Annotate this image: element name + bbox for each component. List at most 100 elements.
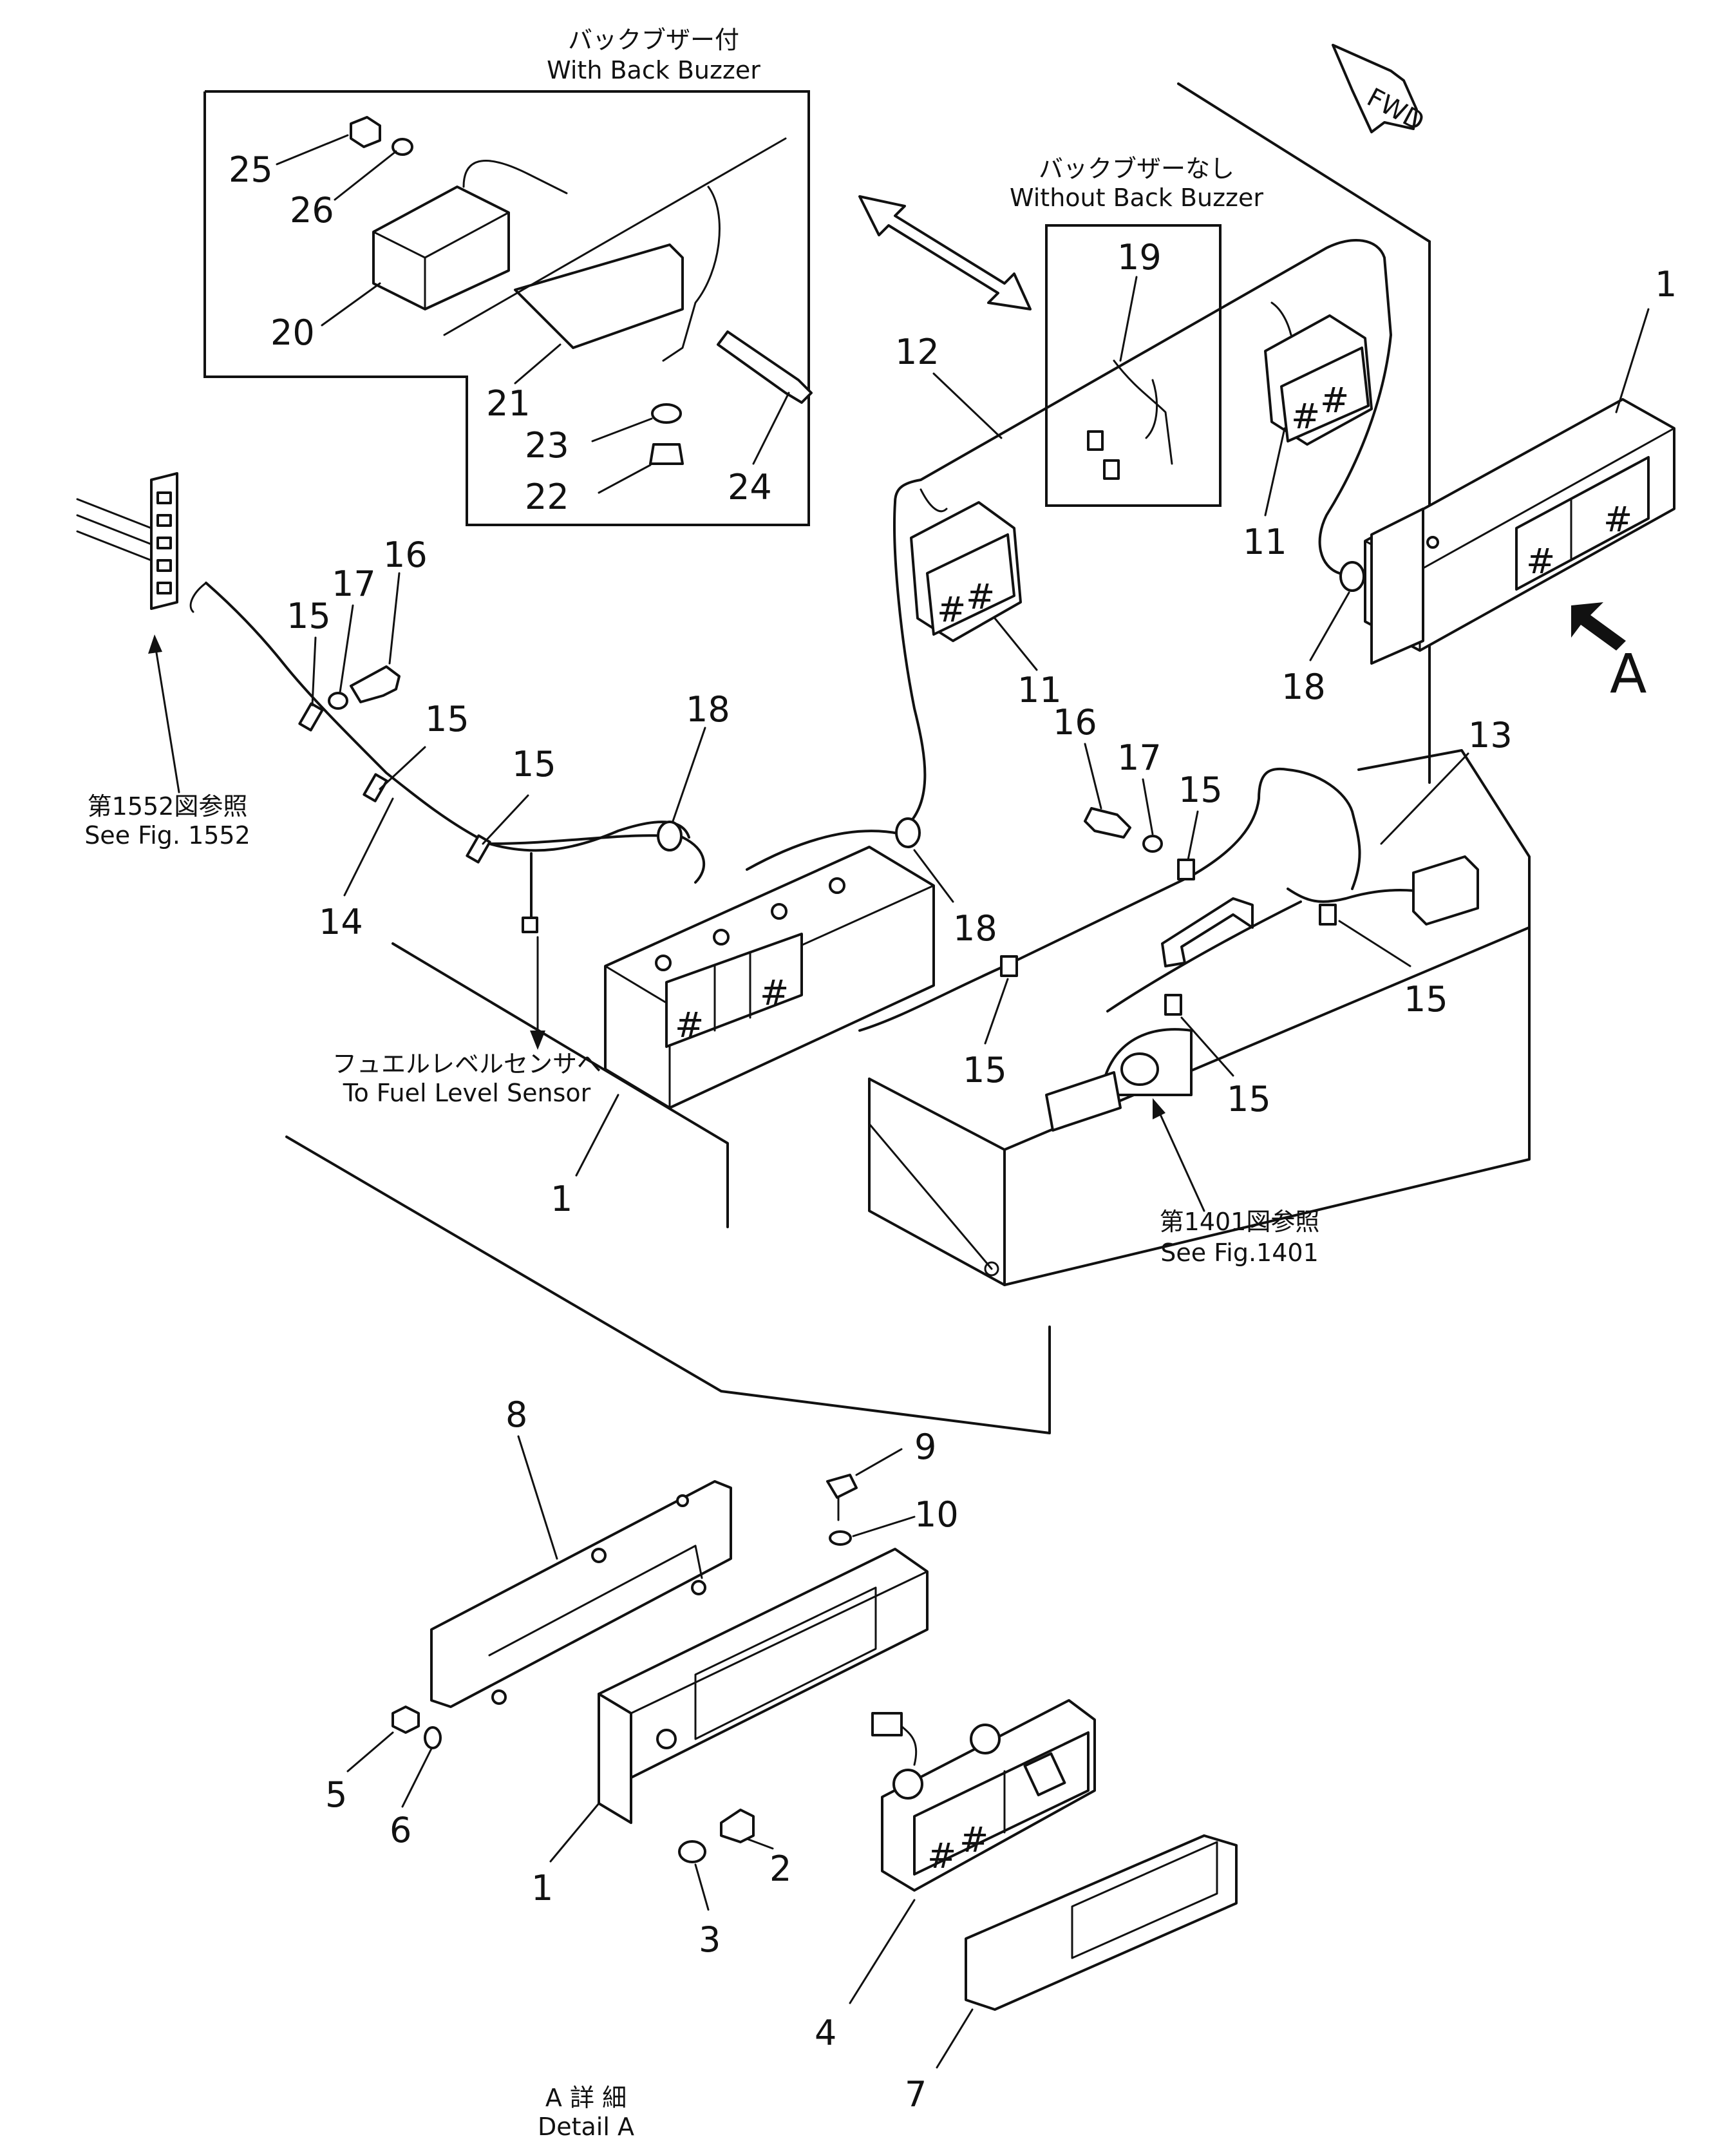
label-20: 20 (270, 312, 315, 353)
label-15-b: 15 (425, 699, 469, 739)
nut-25 (350, 116, 381, 148)
label-6: 6 (390, 1810, 411, 1850)
detail-a-en: Detail A (538, 2113, 634, 2141)
label-1-detail: 1 (531, 1868, 553, 1908)
washer-10 (829, 1530, 852, 1546)
label-16-right: 16 (1053, 702, 1097, 743)
label-7: 7 (905, 2074, 927, 2115)
svg-text:#: # (1320, 380, 1349, 421)
label-18-a: 18 (686, 689, 730, 730)
label-11-left: 11 (1017, 670, 1062, 710)
with-back-buzzer-inset: バックブザー付 With Back Buzzer 25 26 20 21 23 (203, 26, 813, 526)
svg-text:#: # (1603, 499, 1632, 540)
bracket-end-plate (598, 1693, 632, 1824)
label-21: 21 (486, 383, 531, 424)
bolt-16-right (1084, 807, 1163, 853)
label-22: 22 (525, 477, 569, 517)
nut-22 (649, 443, 684, 465)
label-9: 9 (914, 1427, 936, 1467)
fig1552-en: See Fig. 1552 (84, 821, 250, 850)
fig1552-ja: 第1552図参照 (88, 792, 248, 821)
fuel-sensor-cover (1045, 1071, 1122, 1132)
view-arrow-icon (1571, 602, 1626, 651)
svg-text:#: # (1526, 541, 1555, 582)
svg-text:#: # (675, 1005, 704, 1045)
clip-15f (1164, 994, 1182, 1016)
label-18-b: 18 (953, 908, 997, 949)
washer-17-left (328, 692, 348, 710)
label-2: 2 (769, 1849, 791, 1889)
grommet-18b (895, 817, 921, 848)
fig1552-note: 第1552図参照 See Fig. 1552 (84, 634, 250, 850)
label-25: 25 (229, 149, 273, 190)
washer-3 (678, 1840, 706, 1863)
label-15-d: 15 (1178, 770, 1223, 810)
label-14: 14 (319, 902, 363, 942)
without-back-buzzer-inset: バックブザーなし Without Back Buzzer 19 (1010, 155, 1263, 507)
bolt-24 (717, 330, 813, 404)
svg-text:#: # (927, 1836, 956, 1876)
bracket-cover-8 (430, 1480, 732, 1708)
back-buzzer-label-ja: バックブザー付 (568, 26, 739, 54)
label-23: 23 (525, 425, 569, 466)
label-3: 3 (699, 1919, 721, 1960)
clip-15a (298, 702, 324, 732)
label-11-right: 11 (1243, 522, 1287, 562)
clip-15b (363, 773, 388, 803)
buzzer-unit-right (1412, 855, 1479, 926)
view-arrow-label: A (1610, 642, 1646, 705)
grommet-18c (1339, 561, 1365, 592)
washer-23 (651, 403, 682, 424)
buzzer-bracket (514, 243, 684, 349)
lamp-lens-right (1515, 456, 1650, 591)
grommet-18a (657, 821, 683, 851)
bolt-2 (720, 1809, 755, 1843)
label-8: 8 (505, 1394, 527, 1435)
label-13: 13 (1468, 715, 1513, 756)
label-4: 4 (815, 2013, 836, 2053)
no-back-buzzer-label-en: Without Back Buzzer (1010, 184, 1263, 212)
washer-26 (392, 138, 413, 156)
view-arrow-a: A (1571, 602, 1646, 705)
washer-17-right (1142, 835, 1163, 853)
jumper-plug-19 (1113, 359, 1173, 465)
label-26: 26 (290, 190, 334, 231)
main-callouts: 1 1 11 11 12 13 14 15 15 15 15 15 15 15 … (287, 264, 1677, 1219)
back-buzzer-label-en: With Back Buzzer (547, 56, 760, 84)
svg-text:#: # (1291, 396, 1320, 437)
lamp-connector (871, 1712, 903, 1736)
work-lamp-left: # # (910, 501, 1022, 642)
lamp-lens-left (665, 933, 803, 1048)
back-buzzer-frame (203, 90, 810, 526)
label-1-right: 1 (1655, 264, 1677, 305)
label-18-c: 18 (1281, 667, 1326, 707)
label-15-f: 15 (1227, 1079, 1271, 1119)
clip-15g (1319, 904, 1337, 926)
label-10: 10 (914, 1494, 959, 1535)
screw-9 (826, 1474, 858, 1499)
label-17-left: 17 (332, 564, 376, 604)
washer-6 (424, 1726, 442, 1749)
fwd-arrow-icon: FWD (1332, 44, 1429, 137)
label-15-e: 15 (963, 1050, 1007, 1090)
svg-text:#: # (966, 576, 995, 617)
lamp-bracket-right (1370, 508, 1424, 665)
label-1-left: 1 (551, 1179, 572, 1219)
detail-a-ja: A 詳 細 (545, 2084, 627, 2112)
wiring-harness (76, 239, 1479, 1132)
clip-15e (1000, 955, 1018, 977)
fuel-sensor-note: フュエルレベルセンサへ To Fuel Level Sensor (332, 936, 601, 1107)
fig1401-ja: 第1401図参照 (1160, 1208, 1320, 1236)
label-5: 5 (325, 1774, 347, 1815)
no-back-buzzer-frame (1045, 224, 1222, 507)
fuel-sensor-en: To Fuel Level Sensor (343, 1079, 591, 1107)
lens-cover-7 (965, 1834, 1238, 2011)
label-17-right: 17 (1117, 737, 1162, 778)
rear-combination-lamp-right: # # (1364, 398, 1675, 665)
label-15-c: 15 (512, 744, 556, 784)
bolt-16-left (328, 665, 401, 710)
label-12: 12 (895, 332, 939, 372)
fig1401-note: 第1401図参照 See Fig.1401 (1153, 1098, 1319, 1267)
label-15-g: 15 (1404, 979, 1448, 1020)
